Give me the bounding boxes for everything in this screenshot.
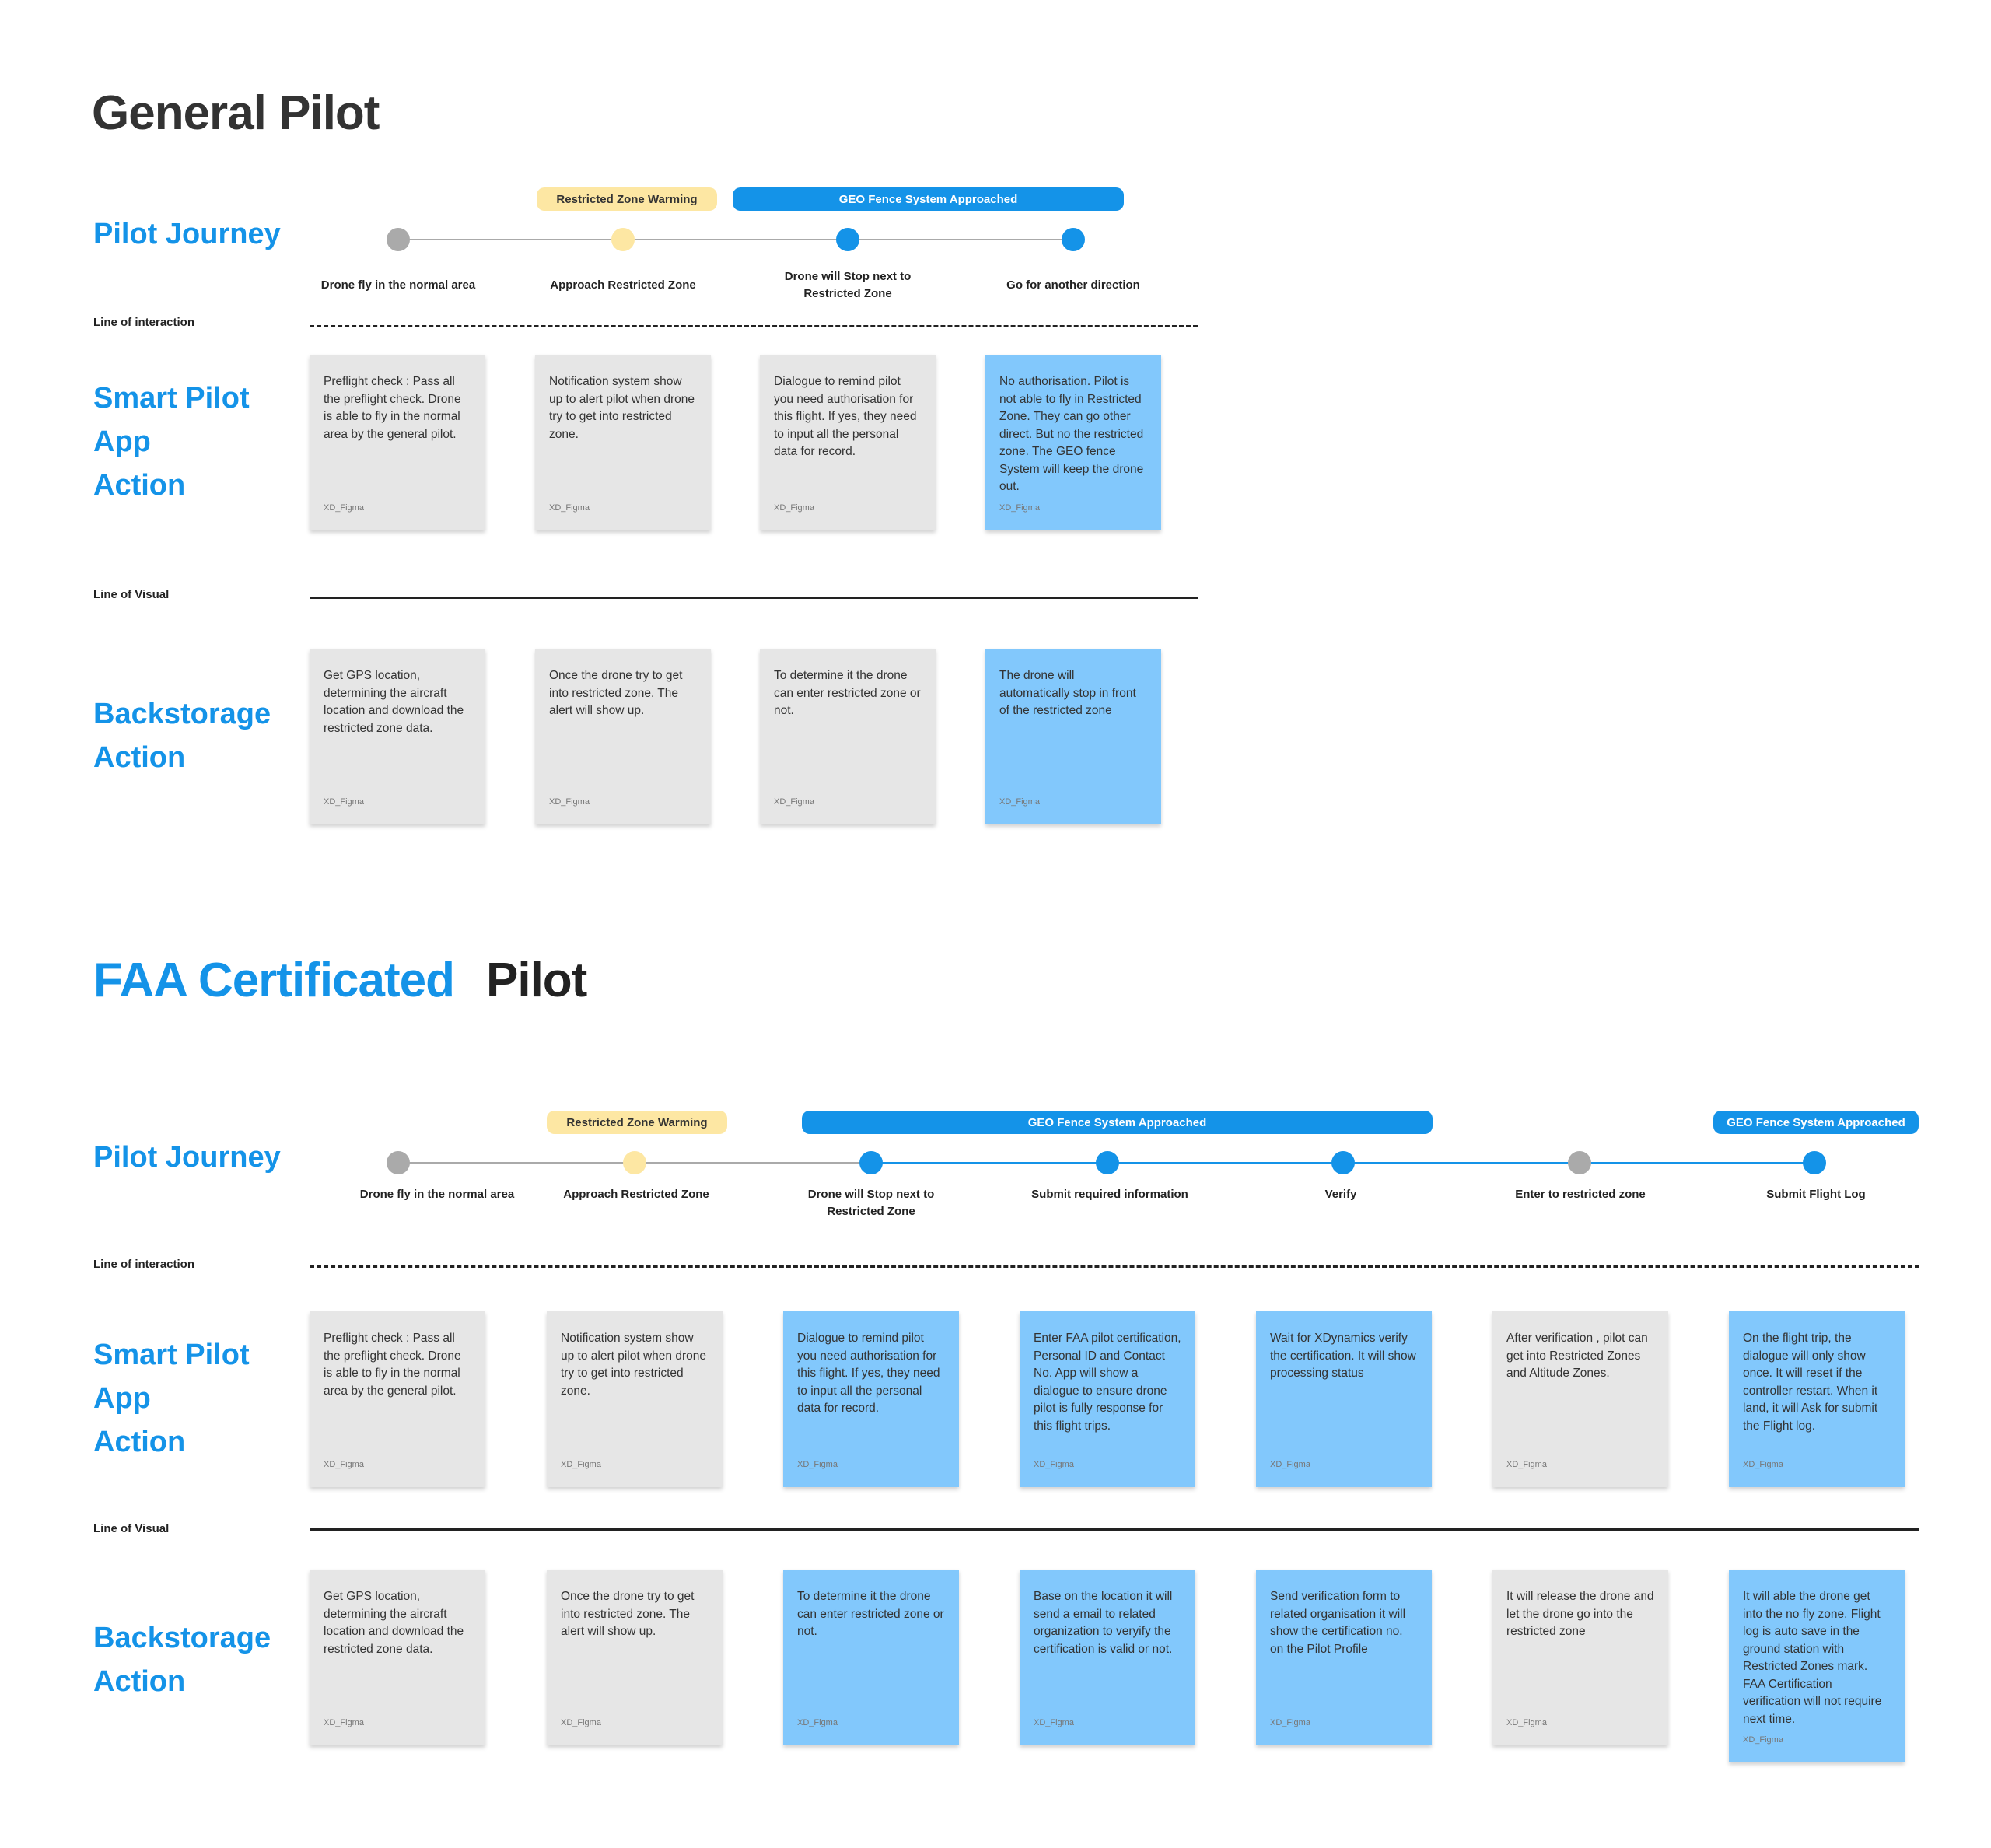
journey-dot	[611, 228, 635, 251]
step-label: Drone will Stop next to Restricted Zone	[807, 1188, 935, 1218]
lane-label-backstorage-action: Backstorage Action	[93, 698, 271, 774]
app-action-card: Dialogue to remind pilot you need author…	[783, 1311, 959, 1487]
line-of-visual	[310, 597, 1198, 599]
step-label: Enter to restricted zone	[1515, 1188, 1646, 1201]
app-action-card: Dialogue to remind pilot you need author…	[760, 355, 936, 530]
app-action-card: Preflight check : Pass all the preflight…	[310, 355, 485, 530]
lane-label-backstorage-action: Backstorage Action	[93, 1622, 271, 1698]
step-label: Approach Restricted Zone	[563, 1188, 709, 1201]
lane-label-smart-pilot-app-action: Smart Pilot App Action	[93, 382, 250, 502]
step-label: Drone fly in the normal area	[320, 278, 476, 292]
section-title-faa-certificated: FAA Certificated	[93, 954, 455, 1007]
journey-dot	[1331, 1151, 1355, 1174]
app-action-card: Notification system show up to alert pil…	[535, 355, 711, 530]
backstorage-card: It will able the drone get into the no f…	[1729, 1570, 1905, 1762]
line-of-interaction	[310, 1265, 1919, 1268]
backstorage-card: The drone will automatically stop in fro…	[985, 649, 1161, 824]
line-of-interaction-label: Line of interaction	[93, 1258, 195, 1271]
lane-label-pilot-journey: Pilot Journey	[93, 218, 281, 250]
backstorage-card: Once the drone try to get into restricte…	[547, 1570, 723, 1745]
line-of-interaction	[310, 325, 1198, 327]
backstorage-card: Get GPS location, determining the aircra…	[310, 1570, 485, 1745]
phase-geo-fence-approached: GEO Fence System Approached	[1713, 1111, 1919, 1134]
phase-geo-fence-approached: GEO Fence System Approached	[733, 187, 1124, 211]
backstorage-card: Once the drone try to get into restricte…	[535, 649, 711, 824]
step-label: Drone will Stop next to Restricted Zone	[784, 270, 912, 300]
journey-dot	[387, 1151, 410, 1174]
section-title-pilot: Pilot	[486, 954, 587, 1007]
journey-dot	[836, 228, 859, 251]
step-label: Approach Restricted Zone	[550, 278, 696, 292]
lane-label-pilot-journey: Pilot Journey	[93, 1141, 281, 1174]
backstorage-card: To determine it the drone can enter rest…	[760, 649, 936, 824]
journey-dot	[1803, 1151, 1826, 1174]
journey-dot	[387, 228, 410, 251]
phase-geo-fence-approached: GEO Fence System Approached	[802, 1111, 1433, 1134]
step-label: Submit required information	[1031, 1188, 1188, 1201]
backstorage-card: Get GPS location, determining the aircra…	[310, 649, 485, 824]
app-action-card: No authorisation. Pilot is not able to f…	[985, 355, 1161, 530]
section-title-general-pilot: General Pilot	[92, 86, 380, 140]
line-of-interaction-label: Line of interaction	[93, 316, 195, 329]
app-action-card: Wait for XDynamics verify the certificat…	[1256, 1311, 1432, 1487]
phase-restricted-zone-warming: Restricted Zone Warming	[537, 187, 717, 211]
backstorage-card: It will release the drone and let the dr…	[1492, 1570, 1668, 1745]
backstorage-card: To determine it the drone can enter rest…	[783, 1570, 959, 1745]
step-label: Verify	[1324, 1188, 1357, 1201]
backstorage-card: Base on the location it will send a emai…	[1020, 1570, 1195, 1745]
backstorage-card: Send verification form to related organi…	[1256, 1570, 1432, 1745]
line-of-visual	[310, 1528, 1919, 1531]
step-label: Go for another direction	[1006, 278, 1140, 292]
line-of-visual-label: Line of Visual	[93, 588, 170, 601]
lane-label-smart-pilot-app-action: Smart Pilot App Action	[93, 1339, 250, 1458]
journey-dot	[1096, 1151, 1119, 1174]
journey-dot	[623, 1151, 646, 1174]
app-action-card: Preflight check : Pass all the preflight…	[310, 1311, 485, 1487]
journey-dot	[1062, 228, 1085, 251]
step-label: Drone fly in the normal area	[359, 1188, 515, 1201]
app-action-card: Enter FAA pilot certification, Personal …	[1020, 1311, 1195, 1487]
line-of-visual-label: Line of Visual	[93, 1522, 170, 1535]
app-action-card: Notification system show up to alert pil…	[547, 1311, 723, 1487]
app-action-card: On the flight trip, the dialogue will on…	[1729, 1311, 1905, 1487]
journey-dot	[859, 1151, 883, 1174]
journey-connector	[398, 239, 1073, 240]
app-action-card: After verification , pilot can get into …	[1492, 1311, 1668, 1487]
journey-dot	[1568, 1151, 1591, 1174]
step-label: Submit Flight Log	[1766, 1188, 1866, 1201]
phase-restricted-zone-warming: Restricted Zone Warming	[547, 1111, 727, 1134]
